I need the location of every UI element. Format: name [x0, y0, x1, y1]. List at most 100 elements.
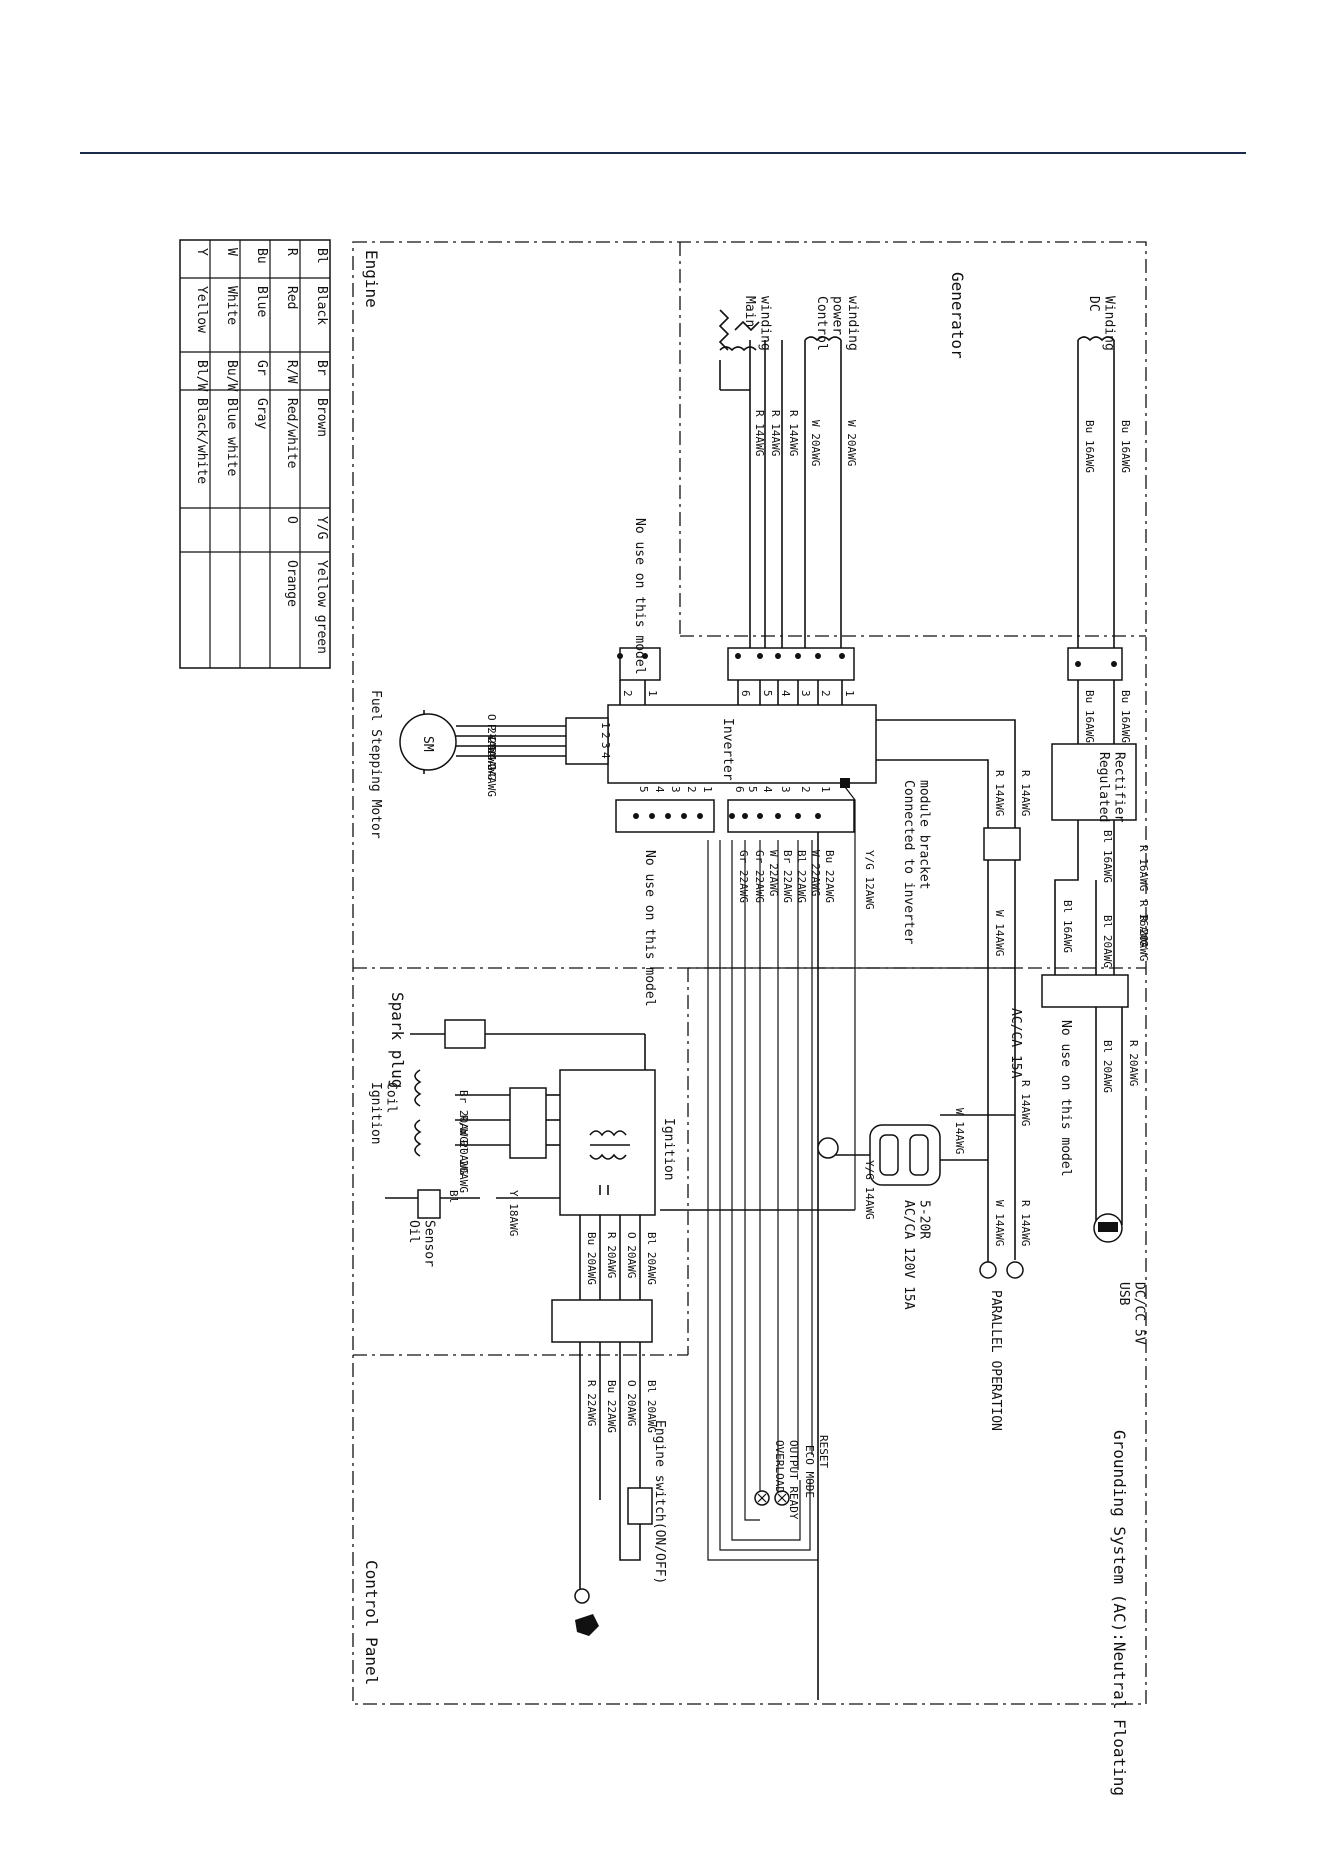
connector-pin	[795, 653, 801, 659]
wire-label: Gr 22AWG	[753, 850, 766, 903]
wire-label: R/W 20AWG	[457, 1115, 470, 1175]
connector-pin	[742, 813, 748, 819]
legend-cell: Bu/W	[224, 360, 239, 391]
wire-label: Bu 20AWG	[585, 1232, 598, 1285]
wire-label: Bl 20AWG	[1101, 915, 1114, 968]
connector-pin	[795, 813, 801, 819]
dc-winding-label: DCWinding	[1086, 296, 1117, 351]
pin-number: 3	[779, 786, 792, 793]
main-winding-label: Mainwinding	[742, 296, 773, 351]
wire-label: Bl 20AWG	[645, 1380, 658, 1433]
pin-number: 5	[637, 786, 650, 793]
section-grounding: Grounding System (AC):Neutral Floating	[1110, 1430, 1129, 1796]
pin-number: 2	[799, 786, 812, 793]
wire-label: W 14AWG	[993, 1200, 1006, 1246]
wire-label: R 22AWG	[585, 1380, 598, 1426]
fuel-stepping-motor	[399, 710, 609, 774]
inverter-box	[607, 704, 877, 784]
legend-cell: Yellow	[194, 286, 209, 333]
ignition-label: Ignition	[661, 1118, 676, 1181]
legend-cell: Br	[314, 360, 329, 376]
wire-label: Bu 16AWG	[1119, 690, 1132, 743]
pin-number: 3	[599, 742, 612, 749]
connector-pin	[735, 653, 741, 659]
connector-pin	[757, 653, 763, 659]
wire-label: Y 24AWG	[485, 734, 498, 780]
spark-plug-label: Spark plug	[388, 992, 407, 1088]
wire-label: Bl 20AWG	[457, 1140, 470, 1193]
fuel-motor-label: Fuel Stepping Motor	[368, 690, 383, 839]
legend-cell: R/W	[284, 360, 299, 384]
wire-label: Bu 22AWG	[605, 1380, 618, 1433]
pin-number: 1	[646, 690, 659, 697]
wire-label: W 14AWG	[953, 1108, 966, 1154]
connector-pin	[839, 653, 845, 659]
wire-label: Bl 16AWG	[1101, 830, 1114, 883]
wire-label: R 16AWG	[1137, 845, 1150, 891]
pin-number: 1	[599, 722, 612, 729]
section-generator: Generator	[948, 272, 967, 359]
connector-pin	[815, 813, 821, 819]
connector-pin	[815, 653, 821, 659]
no-use-note-1: No use on this model	[632, 518, 647, 675]
inverter-label: Inverter	[720, 718, 735, 781]
legend-cell: Yellow green	[314, 560, 329, 654]
wire-label: R 14AWG	[993, 770, 1006, 816]
section-control-panel: Control Panel	[362, 1560, 381, 1685]
indicator-lamps	[754, 1490, 790, 1506]
connector-pin	[617, 653, 623, 659]
pin-number: 3	[669, 786, 682, 793]
pin-number: 6	[739, 690, 752, 697]
wire-label: W 20AWG	[845, 420, 858, 466]
legend-cell: Black	[314, 286, 329, 325]
wire-label: R 14AWG	[1019, 1200, 1032, 1246]
ac-outlet	[817, 1114, 1015, 1186]
wire-label: R 14AWG	[1019, 770, 1032, 816]
legend-cell: Blue white	[224, 398, 239, 476]
connector-pin	[642, 653, 648, 659]
connector-pin	[665, 813, 671, 819]
breaker-label: AC/CA 15A	[1008, 1008, 1023, 1079]
pin-number: 1	[819, 786, 832, 793]
legend-cell: Y/G	[314, 516, 329, 540]
wire-label: W 20AWG	[809, 420, 822, 466]
wire-label: Bl 20AWG	[1101, 1040, 1114, 1093]
legend-cell: Bu	[254, 248, 269, 264]
wire-label: W 14AWG	[993, 910, 1006, 956]
wire-label: Bu 22AWG	[823, 850, 836, 903]
wire-label: Bl	[447, 1190, 460, 1203]
pin-number: 6	[733, 786, 746, 793]
ac-wiring	[660, 719, 1021, 1260]
oil-sensor-label: OilSensor	[406, 1220, 437, 1267]
parallel-terminals	[979, 1260, 1024, 1279]
pin-number: 2	[819, 690, 832, 697]
wire-label: W 22AWG	[767, 850, 780, 896]
wire-label: R 14AWG	[787, 410, 800, 456]
legend-cell: Black/white	[194, 398, 209, 484]
pin-number: 3	[799, 690, 812, 697]
legend-cell: White	[224, 286, 239, 325]
connector-pin	[757, 813, 763, 819]
connector-pin	[649, 813, 655, 819]
wire-label: R 16AWG	[1137, 900, 1150, 946]
spark-plug	[410, 1019, 646, 1157]
legend-cell: Orange	[284, 560, 299, 607]
legend-cell: Blue	[254, 286, 269, 317]
control-connector	[551, 1215, 653, 1590]
pin-number: 2	[599, 732, 612, 739]
coil-connector	[455, 1087, 560, 1159]
usb-label: USBDC/CC 5V	[1116, 1282, 1147, 1345]
wire-label: O 24AWG	[485, 714, 498, 760]
pin-number: 4	[653, 786, 666, 793]
section-engine: Engine	[362, 250, 381, 308]
legend-cell: Gray	[254, 398, 269, 429]
dc-connector	[1067, 647, 1123, 681]
wire-label: Bl 20AWG	[645, 1232, 658, 1285]
wire-label: Y/G 12AWG	[863, 850, 876, 910]
indicator-output-ready: OUTPUT READY	[787, 1440, 800, 1520]
legend-cell: R	[284, 248, 299, 256]
